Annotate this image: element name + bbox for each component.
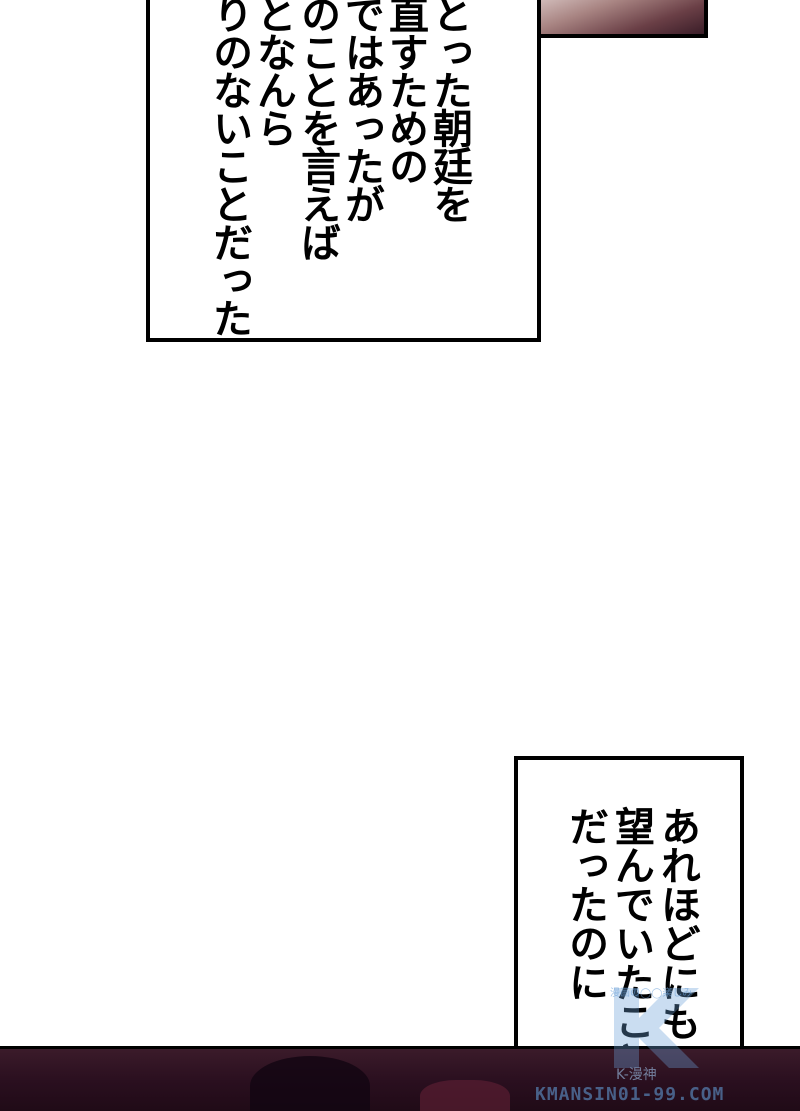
caption-top-line: ではあったが	[338, 0, 384, 222]
art-silhouette-2	[420, 1080, 510, 1111]
caption-top-line: 直すための	[382, 0, 428, 184]
caption-bottom-line: 望んでいたこと	[608, 806, 654, 1079]
caption-top-line: りのないことだった	[206, 0, 252, 336]
caption-bottom-line: あれほどにも	[654, 806, 700, 1040]
k-logo-icon	[614, 988, 699, 1068]
caption-text-top: とった朝廷を直すためのではあったがのことを言えばとなんらりのないことだった	[206, 0, 472, 338]
caption-top-line: とった朝廷を	[426, 0, 472, 222]
caption-top-line: のことを言えば	[294, 0, 340, 260]
caption-bottom-line: だったのに	[562, 806, 608, 1001]
caption-box-bottom: あれほどにも望んでいたことだったのに	[514, 756, 744, 1090]
watermark-logo	[604, 978, 734, 1088]
art-panel-top	[536, 0, 708, 38]
watermark-brand: K-漫神	[616, 1067, 657, 1083]
art-silhouette	[250, 1056, 370, 1111]
caption-text-bottom: あれほどにも望んでいたことだったのに	[562, 806, 700, 1079]
watermark-url: KMANSIN01-99.COM	[535, 1084, 725, 1105]
caption-top-line: となんら	[250, 0, 296, 146]
caption-box-top: とった朝廷を直すためのではあったがのことを言えばとなんらりのないことだった	[146, 0, 541, 342]
art-panel-bottom	[0, 1046, 800, 1111]
watermark-tagline: 漫画の◯◯楽しみ	[610, 988, 693, 999]
